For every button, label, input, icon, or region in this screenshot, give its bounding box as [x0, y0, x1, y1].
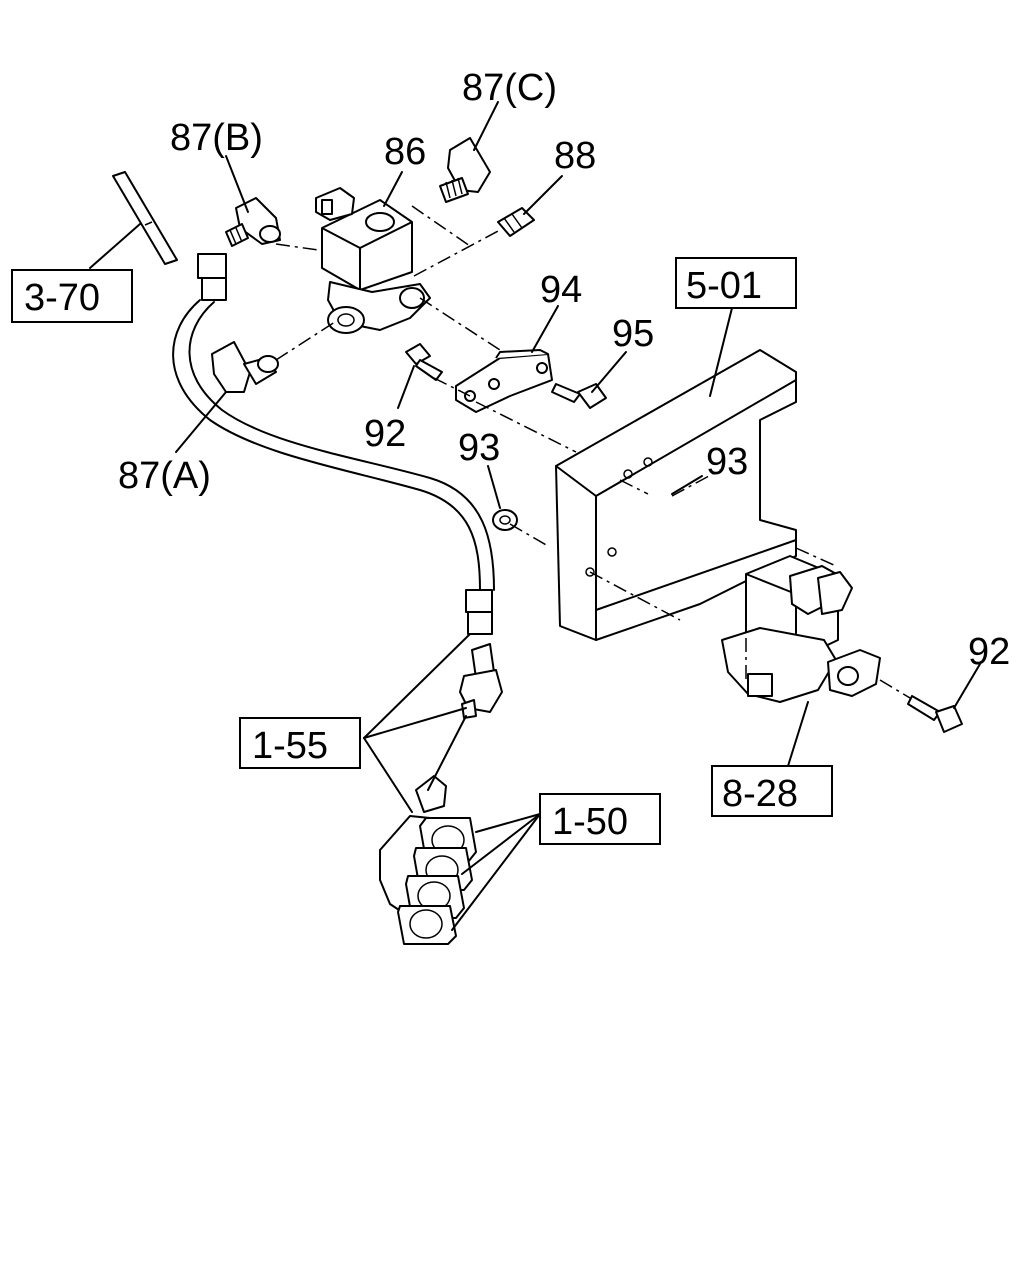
callout-92-lower: 92	[968, 631, 1010, 673]
leader-lines	[89, 101, 981, 931]
valve-assembly-8-28	[721, 555, 881, 703]
callout-93-right: 93	[706, 441, 748, 483]
tee-fitting-1-55	[459, 643, 503, 719]
callout-94: 94	[540, 269, 582, 311]
callout-93-left: 93	[458, 427, 500, 469]
bolt-92-lower	[907, 695, 963, 733]
bracket-94	[455, 349, 553, 413]
callout-1-55: 1-55	[252, 725, 328, 767]
callout-5-01: 5-01	[686, 265, 762, 307]
flexible-hose	[172, 253, 495, 635]
rod-part-3-70	[112, 171, 178, 265]
callout-87c: 87(C)	[462, 67, 557, 109]
callout-box-1-55	[239, 717, 361, 769]
flange-assembly-1-50	[379, 775, 477, 945]
hose-end-fitting-top	[197, 253, 227, 279]
frame-rail-5-01	[555, 349, 797, 641]
plug-88	[497, 207, 535, 237]
callout-box-3-70	[11, 269, 133, 323]
callout-92-upper: 92	[364, 413, 406, 455]
phantom-lines	[275, 205, 911, 699]
elbow-fitting-87b	[225, 197, 281, 247]
solenoid-valve-86	[315, 187, 431, 334]
callout-box-8-28	[711, 765, 833, 817]
hose-nut-upper	[465, 589, 493, 613]
callout-88: 88	[554, 135, 596, 177]
callout-box-5-01	[675, 257, 797, 309]
hose-end-nut-top	[201, 277, 227, 301]
bolt-95	[551, 383, 607, 409]
callout-95: 95	[612, 313, 654, 355]
callout-86: 86	[384, 131, 426, 173]
elbow-fitting-87a	[211, 341, 279, 393]
callout-8-28: 8-28	[722, 773, 798, 815]
bolt-92-upper	[405, 343, 443, 381]
callout-3-70: 3-70	[24, 277, 100, 319]
callout-1-50: 1-50	[552, 801, 628, 843]
nut-93-left	[492, 509, 518, 531]
callout-87b: 87(B)	[170, 117, 263, 159]
callout-box-1-50	[539, 793, 661, 845]
hose-nut-lower	[467, 611, 493, 635]
callout-87a: 87(A)	[118, 455, 211, 497]
callouts: 87(C) 87(B) 86 88 3-70 94 5-01 95 92 87(…	[11, 67, 1010, 845]
valve-port	[327, 306, 365, 334]
elbow-fitting-87c	[439, 137, 491, 203]
